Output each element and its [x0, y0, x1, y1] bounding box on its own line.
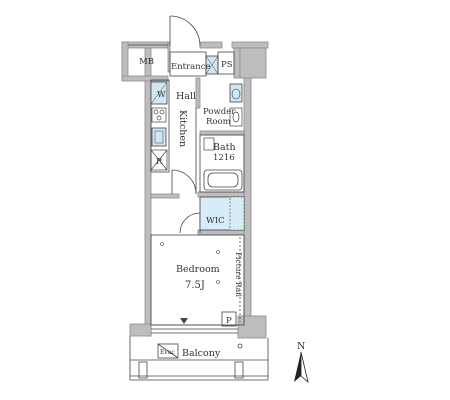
washer-icon — [150, 81, 168, 105]
marker-triangle — [180, 318, 188, 324]
label-p: P — [226, 316, 232, 326]
toilet-icon — [229, 83, 243, 103]
fridge-icon — [150, 149, 168, 171]
sink-icon — [229, 107, 243, 127]
label-balcony: Balcony — [182, 348, 221, 359]
label-powder-2: Room — [206, 117, 231, 127]
door-swing-icon — [171, 169, 197, 195]
sink-icon — [151, 127, 167, 147]
label-ps: PS — [221, 60, 233, 70]
sink-icon — [203, 137, 215, 151]
label-hall: Hall — [176, 91, 196, 102]
balcony — [130, 343, 268, 381]
label-bedroom-1: Bedroom — [176, 264, 220, 275]
shoe-cabinet — [205, 55, 219, 75]
label-wic: WIC — [206, 216, 225, 226]
label-picture-rail: Picture Rail — [234, 252, 243, 298]
label-w: W — [157, 90, 166, 100]
label-entrance: Entrance — [171, 62, 211, 72]
pipe-space — [217, 51, 235, 75]
label-bath-2: 1216 — [213, 153, 235, 163]
wic-area — [199, 196, 245, 231]
label-kitchen: Kitchen — [177, 110, 188, 147]
bathtub-icon — [203, 169, 243, 191]
outlet-dots — [160, 242, 220, 284]
label-north: N — [297, 341, 305, 352]
p-box — [221, 311, 237, 327]
label-powder-1: Powder — [203, 107, 236, 117]
walls — [121, 41, 269, 339]
label-r: R — [156, 157, 163, 167]
label-bath-1: Bath — [213, 142, 236, 153]
door-swing-icon — [179, 212, 201, 234]
label-bedroom-2: 7.5J — [185, 280, 205, 291]
label-mb: MB — [139, 57, 154, 67]
door-swing-icon — [169, 15, 201, 47]
label-evac: Evac — [160, 349, 175, 356]
stove-icon — [151, 107, 167, 123]
north-arrow-icon — [294, 351, 309, 384]
